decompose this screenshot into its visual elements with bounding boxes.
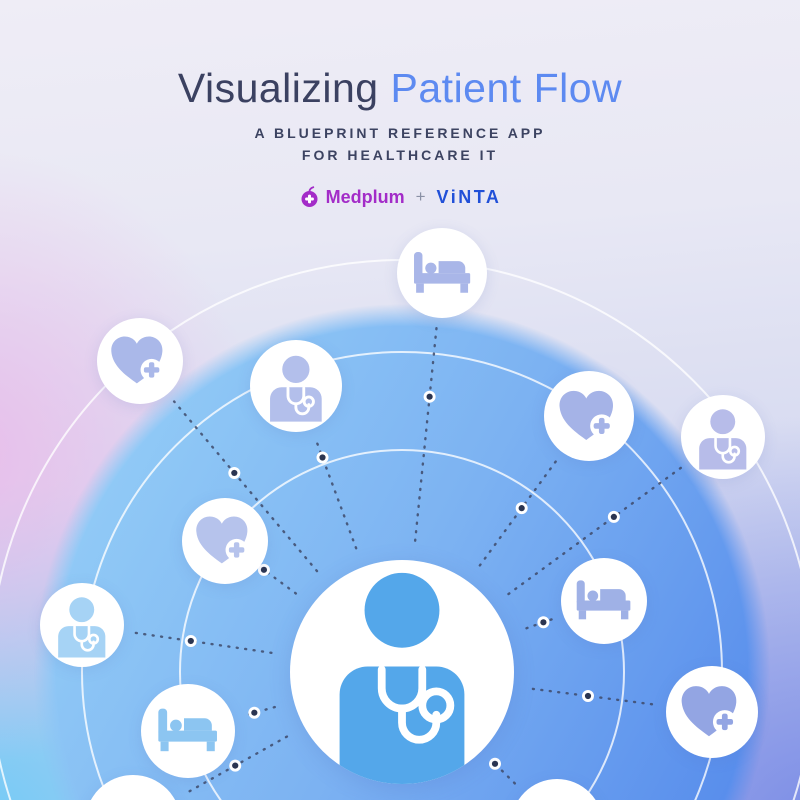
plus-separator: + (415, 187, 426, 207)
central-doctor-node (290, 560, 514, 784)
satellite-heart-upper-left (97, 318, 183, 404)
subtitle-line2-regular: FOR (301, 147, 341, 164)
satellite-heart-right (544, 371, 634, 461)
connector-heart-upper-left (172, 400, 319, 573)
doctor-icon (260, 350, 332, 422)
subtitle-line-1: A BLUEPRINT REFERENCE APP (0, 122, 800, 144)
subtitle-line-2: FOR HEALTHCARE IT (0, 144, 800, 166)
connector-dot (187, 637, 194, 645)
connector-circle-bottom-edge (494, 763, 519, 787)
connector-dot (232, 762, 239, 769)
medplum-logo: Medplum (299, 186, 405, 208)
satellite-doctor-upper-left (250, 340, 342, 432)
connector-heart-bottom-right (531, 687, 658, 707)
connector-dot (540, 619, 547, 626)
satellite-bed-bottom-left (141, 684, 235, 778)
header: Visualizing Patient Flow A BLUEPRINT REF… (0, 65, 800, 208)
connector-dot (319, 454, 326, 461)
connector-dot (231, 469, 238, 477)
bed-icon (96, 786, 171, 800)
doctor-icon (690, 404, 756, 470)
page-title: Visualizing Patient Flow (0, 65, 800, 111)
subtitle-line1-regular: A BLUEPRINT (254, 125, 382, 142)
connector-heart-mid-left (266, 571, 298, 595)
heart-icon (554, 381, 624, 451)
subtitle-line2-bold: HEALTHCARE IT (347, 147, 499, 164)
satellite-bed-right (561, 558, 647, 644)
doctor-icon (49, 592, 115, 658)
doctor-icon (339, 572, 465, 784)
medplum-wordmark: Medplum (325, 186, 405, 207)
connector-doctor-upper-left (314, 437, 358, 550)
title-part-1: Visualizing (177, 65, 379, 111)
heart-icon (106, 327, 173, 394)
satellite-bed-top (397, 228, 487, 318)
bed-icon (407, 238, 477, 308)
heart-icon (676, 676, 748, 748)
logo-row: Medplum + ViNTA (0, 186, 800, 208)
connector-dot (260, 566, 268, 573)
bed-icon (151, 694, 224, 767)
connector-doctor-far-right (507, 466, 683, 596)
vinta-wordmark: ViNTA (436, 186, 502, 207)
connector-dot (584, 692, 592, 700)
connector-doctor-left (132, 631, 273, 655)
medplum-plum-icon (301, 186, 318, 208)
satellite-heart-mid-left (182, 498, 268, 584)
connector-dot (610, 513, 617, 521)
connector-dot (518, 505, 525, 512)
connector-dot (491, 760, 499, 767)
orbit-ring-1 (179, 449, 625, 800)
satellite-heart-bottom-right (666, 666, 758, 758)
title-part-2: Patient Flow (390, 65, 623, 111)
subtitle-line1-bold: REFERENCE APP (387, 125, 546, 142)
connector-dot (426, 393, 433, 400)
heart-icon (191, 507, 258, 574)
connector-dot (251, 709, 258, 716)
satellite-doctor-left (40, 583, 124, 667)
bed-icon (570, 567, 637, 634)
satellite-doctor-far-right (681, 395, 765, 479)
subtitle: A BLUEPRINT REFERENCE APP FOR HEALTHCARE… (0, 122, 800, 166)
connector-bed-top (413, 326, 438, 542)
satellite-circle-bottom-edge (511, 779, 603, 800)
